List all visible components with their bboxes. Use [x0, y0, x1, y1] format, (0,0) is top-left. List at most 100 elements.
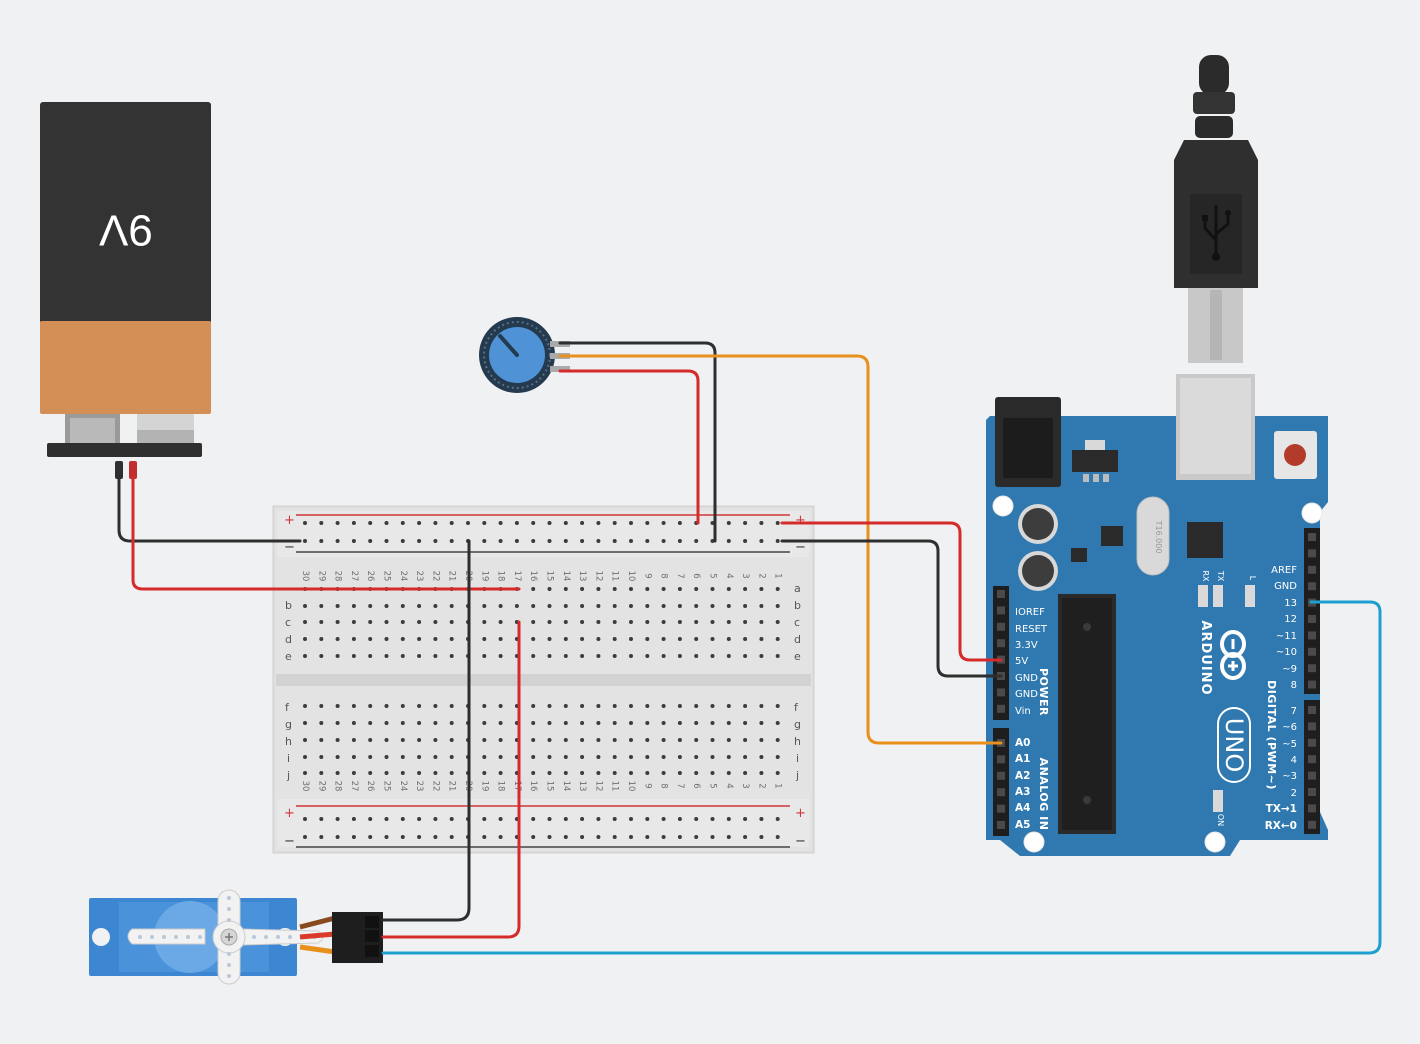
svg-text:5: 5 — [708, 783, 718, 788]
usb-cable[interactable] — [1174, 55, 1258, 363]
svg-text:9: 9 — [642, 573, 652, 578]
led-rx-label: RX — [1201, 570, 1210, 582]
wire-rail-5v — [780, 521, 1003, 662]
svg-text:3: 3 — [740, 573, 750, 578]
rail-minus-top-right: − — [795, 540, 806, 555]
svg-text:14: 14 — [561, 571, 571, 582]
digital-pin-labels-high: AREF GND 13 12 ~11 ~10 ~9 8 — [1271, 565, 1297, 691]
wire-pot-vcc — [558, 369, 700, 525]
battery-label: 9V — [98, 206, 152, 255]
svg-text:26: 26 — [365, 571, 375, 582]
wire-battery-positive — [131, 476, 521, 591]
led-l-label: L — [1248, 576, 1257, 581]
pin-label-ioref: IOREF — [1015, 607, 1045, 618]
rail-minus-bottom-right: − — [795, 834, 806, 849]
svg-text:17: 17 — [512, 781, 522, 792]
svg-text:21: 21 — [447, 571, 457, 582]
svg-text:13: 13 — [577, 781, 587, 792]
pin-label-5v: 5V — [1015, 656, 1028, 667]
digital-header-label: DIGITAL (PWM~) — [1265, 680, 1278, 790]
svg-text:30: 30 — [300, 571, 310, 582]
pin-label-aref: AREF — [1271, 565, 1297, 576]
analog-pin-labels: A0 A1 A2 A3 A4 A5 — [1015, 737, 1030, 831]
svg-text:16: 16 — [528, 781, 538, 792]
svg-text:27: 27 — [349, 781, 359, 792]
svg-text:2: 2 — [756, 573, 766, 578]
svg-text:11: 11 — [610, 781, 620, 792]
battery-9v[interactable]: 9V — [40, 102, 211, 479]
pin-label-a2: A2 — [1015, 770, 1030, 782]
svg-text:12: 12 — [593, 781, 603, 792]
svg-text:10: 10 — [626, 571, 636, 582]
pin-label-5: ~5 — [1282, 739, 1297, 750]
usb-icon — [1202, 205, 1231, 261]
svg-text:23: 23 — [414, 781, 424, 792]
svg-text:30: 30 — [300, 781, 310, 792]
rail-plus-bottom-right: + — [795, 806, 806, 821]
pin-label-6: ~6 — [1282, 722, 1297, 733]
pin-label-9: ~9 — [1282, 664, 1297, 675]
wire-pot-signal — [558, 354, 1003, 745]
svg-text:11: 11 — [610, 571, 620, 582]
pin-label-a4: A4 — [1015, 802, 1030, 814]
pin-label-1: TX→1 — [1266, 803, 1297, 815]
row-letter-g-left: g — [285, 718, 292, 731]
arduino-uno[interactable]: T16.000 RX TX L ON ARDUINO UNO — [986, 374, 1328, 856]
row-letter-g-right: g — [794, 718, 801, 731]
pin-label-2: 2 — [1291, 788, 1297, 799]
pin-label-0: RX←0 — [1265, 820, 1297, 832]
arduino-model: UNO — [1220, 718, 1248, 772]
pin-label-vin: Vin — [1015, 706, 1031, 717]
svg-text:16: 16 — [528, 571, 538, 582]
potentiometer[interactable] — [479, 317, 570, 393]
wire-rail-gnd — [780, 539, 1003, 678]
rail-minus-top-left: − — [284, 540, 295, 555]
pin-label-3: ~3 — [1282, 771, 1297, 782]
breadboard[interactable]: + − + − + − + − 123456789101112131415161… — [272, 505, 815, 854]
crystal-marking: T16.000 — [1154, 520, 1163, 554]
row-letter-f-left: f — [285, 701, 290, 714]
svg-text:9: 9 — [642, 783, 652, 788]
svg-text:17: 17 — [512, 571, 522, 582]
svg-text:18: 18 — [496, 571, 506, 582]
svg-text:3: 3 — [740, 783, 750, 788]
header-pin-sockets — [997, 533, 1316, 829]
servo-motor[interactable] — [89, 889, 383, 985]
rail-plus-top-right: + — [795, 513, 806, 528]
breadboard-holes — [303, 521, 780, 839]
svg-text:10: 10 — [626, 781, 636, 792]
row-letter-c-left: c — [285, 616, 291, 629]
pin-label-gnd-d: GND — [1274, 581, 1297, 592]
svg-text:5: 5 — [708, 573, 718, 578]
pin-label-8: 8 — [1291, 680, 1297, 691]
svg-text:28: 28 — [333, 571, 343, 582]
row-letter-d-right: d — [794, 633, 801, 646]
svg-text:12: 12 — [593, 571, 603, 582]
wires — [117, 341, 1382, 955]
svg-text:29: 29 — [316, 781, 326, 792]
row-letter-b-left: b — [285, 599, 292, 612]
pin-label-reset: RESET — [1015, 624, 1048, 635]
row-letter-e-left: e — [285, 650, 292, 663]
svg-text:21: 21 — [447, 781, 457, 792]
row-letter-j-right: j — [795, 769, 799, 782]
analog-header-label: ANALOG IN — [1037, 758, 1050, 831]
svg-text:22: 22 — [430, 781, 440, 792]
wire-pot-gnd — [558, 341, 717, 543]
pin-label-a5: A5 — [1015, 819, 1030, 831]
svg-text:26: 26 — [365, 781, 375, 792]
arduino-logo-icon — [1220, 630, 1246, 680]
svg-text:6: 6 — [691, 783, 701, 788]
svg-text:29: 29 — [316, 571, 326, 582]
svg-text:4: 4 — [724, 783, 734, 788]
row-letter-i-right: i — [796, 752, 799, 765]
svg-text:13: 13 — [577, 571, 587, 582]
wire-battery-gnd — [117, 476, 302, 543]
led-on-label: ON — [1216, 814, 1225, 826]
svg-text:15: 15 — [545, 781, 555, 792]
pin-label-12: 12 — [1284, 614, 1297, 625]
svg-text:8: 8 — [659, 573, 669, 578]
power-header-label: POWER — [1037, 668, 1050, 716]
row-letter-j-left: j — [286, 769, 290, 782]
